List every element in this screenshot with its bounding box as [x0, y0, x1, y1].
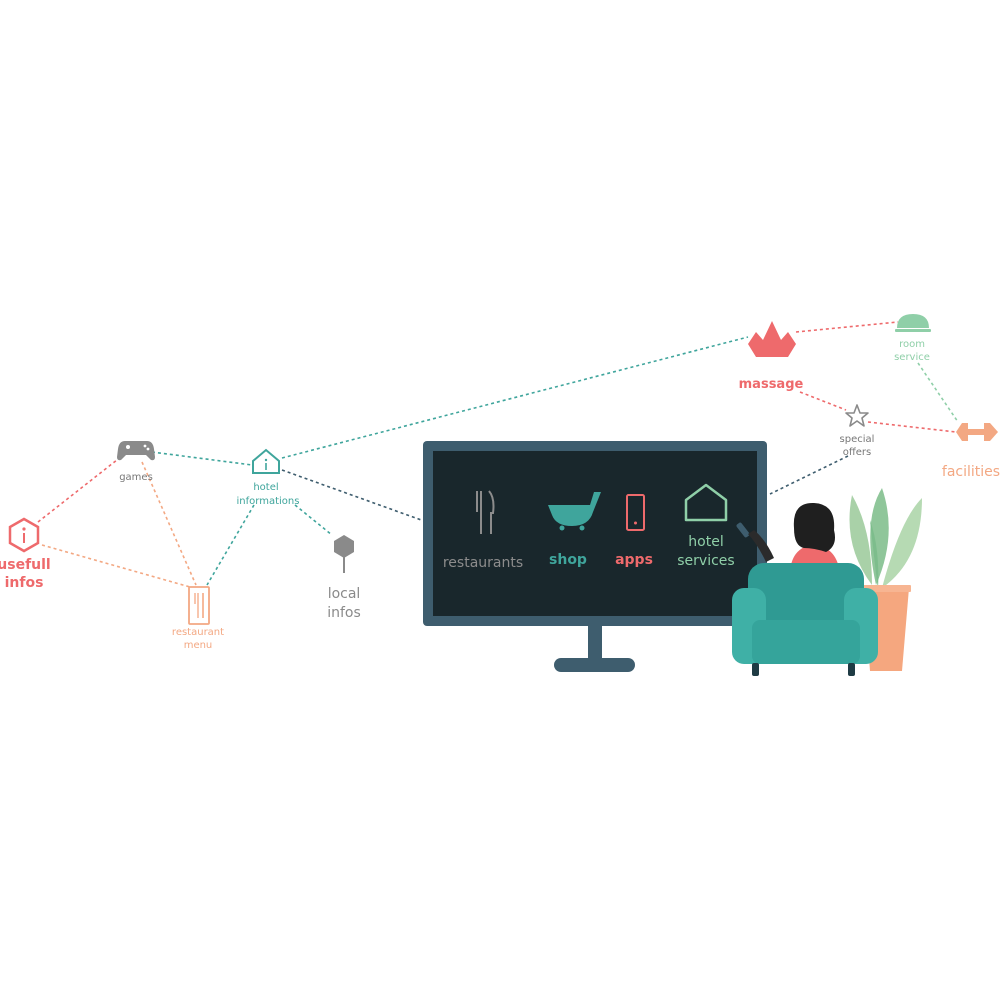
connector-special-tv — [769, 455, 849, 495]
node-massage: massage — [739, 321, 804, 392]
hotel-informations-label-line2: informations — [237, 496, 300, 507]
woman-on-armchair-illustration — [732, 502, 878, 676]
woman-arm — [748, 530, 774, 562]
connector-games-restaurant — [141, 461, 197, 586]
node-facilities: facilities — [942, 423, 1000, 480]
connector-usefull-games — [37, 455, 123, 523]
tv-stand-base — [554, 658, 635, 672]
phone-home-button — [634, 521, 637, 525]
connector-hotelinfo-local — [294, 504, 333, 536]
tv-screen — [433, 451, 757, 616]
tv-menu-hotel-services[interactable]: hotel services — [677, 483, 735, 569]
info-hexagon-icon — [8, 517, 40, 553]
connector-roomservice-facilities — [917, 362, 959, 423]
tv: restaurants shop apps hotel services — [423, 441, 767, 672]
node-special-offers: special offers — [840, 404, 875, 458]
plant-pot-rim — [862, 585, 911, 592]
node-restaurant-menu: restaurant menu — [172, 586, 224, 651]
room-service-label-line1: room — [899, 339, 925, 350]
lotus-icon — [748, 321, 796, 357]
plant-leaf — [882, 498, 922, 588]
plant-leaf — [870, 520, 879, 590]
tv-menu-shop[interactable]: shop — [548, 492, 601, 568]
armchair — [732, 563, 878, 676]
hotel-informations-label-line1: hotel — [253, 482, 278, 493]
connector-hotelinfo-restaurant — [206, 504, 255, 586]
armchair-leg-right — [848, 663, 855, 676]
gamepad-button-left — [126, 445, 130, 449]
house-info-dot — [264, 458, 268, 462]
tv-menu-apps[interactable]: apps — [615, 494, 653, 568]
menu-card-icon — [188, 586, 210, 625]
house-icon — [684, 483, 728, 522]
restaurant-menu-label-line2: menu — [184, 640, 213, 651]
local-infos-label-line2: infos — [327, 605, 361, 621]
cloche-icon — [897, 314, 929, 328]
usefull-infos-label-line2: infos — [5, 575, 44, 591]
local-infos-label-line1: local — [328, 586, 361, 602]
restaurant-menu-label-line1: restaurant — [172, 627, 224, 638]
games-label: games — [119, 472, 153, 483]
tv-menu-shop-label: shop — [549, 552, 587, 568]
massage-label: massage — [739, 377, 804, 392]
usefull-infos-label-line1: usefull — [0, 557, 51, 573]
connector-special-facilities — [867, 421, 957, 433]
connector-hotelinfo-massage — [281, 336, 749, 459]
node-hotel-informations: hotel informations — [237, 448, 300, 507]
dumbbell-icon — [956, 423, 998, 441]
connector-games-hotelinfo — [151, 451, 253, 466]
node-games: games — [117, 441, 155, 483]
tv-stand-neck — [588, 625, 602, 663]
gamepad-button-right — [143, 444, 147, 448]
tv-menu-restaurants[interactable]: restaurants — [443, 490, 523, 571]
node-usefull-infos: usefull infos — [0, 517, 51, 591]
connector-massage-roomservice — [795, 321, 899, 333]
node-local-infos: local infos — [327, 535, 361, 621]
cart-wheel-left — [559, 525, 565, 531]
shopping-cart-icon — [548, 492, 601, 526]
cloche-tray — [895, 329, 931, 332]
tv-menu-apps-label: apps — [615, 552, 653, 568]
woman-hair — [793, 502, 835, 552]
special-offers-label-line1: special — [840, 434, 875, 445]
info-dot — [22, 527, 26, 531]
connector-hotelinfo-tv — [281, 469, 425, 522]
location-pin-icon — [334, 535, 354, 558]
facilities-label: facilities — [942, 464, 1000, 480]
phone-icon — [626, 494, 645, 531]
node-room-service: room service — [894, 314, 931, 363]
connector-massage-special — [799, 391, 847, 411]
remote-control — [736, 522, 750, 538]
connector-usefull-restaurant — [41, 544, 191, 588]
tv-menu-hotel-services-line1: hotel — [688, 534, 723, 550]
connectors — [37, 321, 959, 588]
room-service-label-line2: service — [894, 352, 930, 363]
tv-menu-hotel-services-line2: services — [677, 553, 734, 569]
house-info-icon — [252, 448, 280, 474]
star-icon — [845, 404, 869, 427]
plant-leaf — [849, 495, 872, 585]
tv-menu-restaurants-label: restaurants — [443, 555, 523, 571]
cart-wheel-right — [579, 525, 585, 531]
knife-icon — [488, 490, 495, 534]
special-offers-label-line2: offers — [843, 447, 871, 458]
armchair-seat-front — [752, 620, 860, 664]
armchair-leg-left — [752, 663, 759, 676]
gamepad-button-right-2 — [146, 447, 150, 451]
gamepad-icon — [117, 441, 155, 461]
